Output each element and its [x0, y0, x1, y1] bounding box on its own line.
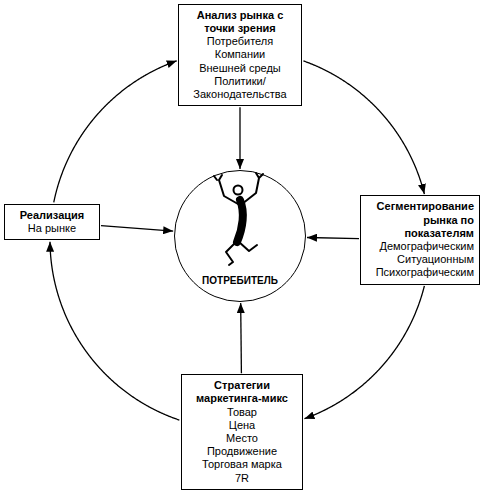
flow-arrow	[304, 286, 424, 419]
node-item: Компании	[184, 48, 296, 61]
stick-figure	[214, 173, 263, 265]
node-heading: Сегментирование рынка по показателям	[366, 200, 474, 240]
figure-leg	[226, 242, 236, 265]
node-item: Место	[187, 432, 297, 445]
flow-arrow	[307, 237, 359, 238]
node-item: На рынке	[10, 222, 94, 235]
analysis-box: Анализ рынка с точки зренияПотребителяКо…	[178, 4, 302, 106]
figure-body	[237, 200, 243, 242]
node-heading: Анализ рынка с точки зрения	[184, 9, 296, 35]
flow-arrow	[240, 303, 242, 373]
strategy-box: Стратегии маркетинга-миксТоварЦенаМестоП…	[181, 374, 303, 490]
flow-arrow	[303, 61, 424, 194]
consumer-circle: ПОТРЕБИТЕЛЬ	[174, 170, 306, 302]
flow-arrow	[101, 226, 173, 231]
flow-arrow	[54, 61, 177, 202]
node-item: Ситуационным	[366, 253, 474, 266]
segmentation-box: Сегментирование рынка по показателямДемо…	[360, 195, 480, 284]
figure-arm	[242, 173, 263, 204]
node-item: Потребителя	[184, 35, 296, 48]
node-heading: Стратегии маркетинга-микс	[187, 379, 297, 405]
realization-box: РеализацияНа рынке	[4, 204, 100, 240]
flow-arrow	[239, 107, 240, 169]
figure-head	[234, 186, 243, 195]
node-heading: Реализация	[10, 209, 94, 222]
node-heading: ПОТРЕБИТЕЛЬ	[202, 275, 278, 287]
node-item: 7R	[187, 472, 297, 485]
node-item: Политики/ Законодательства	[184, 75, 296, 101]
node-item: Внешней среды	[184, 62, 296, 75]
node-item: Психографическим	[366, 266, 474, 279]
figure-leg	[239, 242, 257, 251]
node-item: Продвижение	[187, 445, 297, 458]
node-item: Торговая марка	[187, 458, 297, 471]
node-item: Цена	[187, 419, 297, 432]
figure-arm	[214, 175, 238, 204]
flow-arrow	[50, 242, 179, 420]
node-item: Демографическим	[366, 240, 474, 253]
node-item: Товар	[187, 406, 297, 419]
